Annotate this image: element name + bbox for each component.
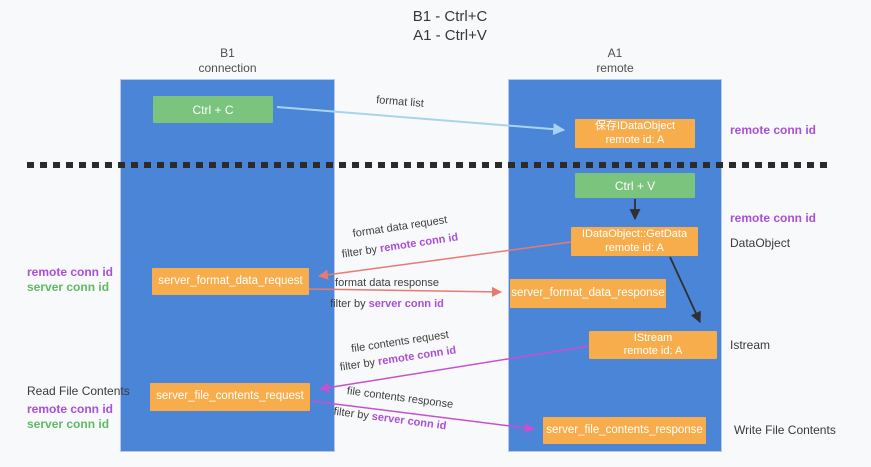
edge-label-format-list: format list <box>375 94 425 110</box>
lifeline-b1-name: B1 <box>220 46 235 60</box>
server-conn-id-term: server conn id <box>371 410 448 433</box>
filter-by-text: filter by <box>341 243 378 261</box>
edge-label-filter-by-server-bottom: filter by server conn id <box>325 405 455 434</box>
arrow-format-data-response <box>308 286 502 297</box>
node-istream-line1: IStream <box>633 331 673 344</box>
left-server-conn-id: server conn id <box>27 417 110 431</box>
node-ctrl-v: Ctrl + V <box>575 173 695 198</box>
node-server-format-data-response-label: server_format_data_response <box>511 286 665 299</box>
node-server-file-contents-response-label: server_file_contents_response <box>546 423 703 436</box>
filter-by-text: filter by <box>339 356 376 374</box>
node-ctrl-c: Ctrl + C <box>153 96 273 123</box>
right-label-remote-conn-id-mid: remote conn id <box>730 211 817 225</box>
left-remote-conn-id: remote conn id <box>27 265 114 279</box>
node-server-file-contents-response: server_file_contents_response <box>543 417 706 444</box>
node-idataobject-getdata-line1: IDataObject::GetData <box>581 228 688 240</box>
node-save-idataobject: 保存IDataObject remote id: A <box>575 119 695 148</box>
lifeline-a1-name: A1 <box>607 46 623 60</box>
right-label-dataobject: DataObject <box>730 236 791 250</box>
node-istream: IStream remote id: A <box>589 331 717 359</box>
lifeline-a1-role: remote <box>596 61 634 75</box>
title-line-2: A1 - Ctrl+V <box>413 27 487 44</box>
node-ctrl-v-label: Ctrl + V <box>614 178 656 193</box>
right-label-write-file-contents: Write File Contents <box>734 423 836 437</box>
node-idataobject-getdata-line2: remote id: A <box>605 241 664 254</box>
node-server-file-contents-request: server_file_contents_request <box>150 383 310 411</box>
edge-label-filter-by-server-mid: filter by server conn id <box>322 298 452 310</box>
node-istream-line2: remote id: A <box>623 345 683 357</box>
remote-conn-id-term: remote conn id <box>379 231 459 255</box>
server-conn-id-term: server conn id <box>368 298 444 310</box>
left-remote-conn-id: remote conn id <box>27 402 114 416</box>
lifeline-b1-role: connection <box>198 61 257 75</box>
node-save-idataobject-line1: 保存IDataObject <box>594 120 676 132</box>
node-server-file-contents-request-label: server_file_contents_request <box>156 390 304 403</box>
node-save-idataobject-line2: remote id: A <box>605 133 665 146</box>
lifeline-header-a1: A1 remote <box>508 46 722 76</box>
node-idataobject-getdata: IDataObject::GetData remote id: A <box>571 227 698 256</box>
left-read-file-contents: Read File Contents <box>27 384 130 398</box>
diagram-title: B1 - Ctrl+C A1 - Ctrl+V <box>300 7 600 45</box>
right-label-remote-conn-id-top: remote conn id <box>730 123 817 137</box>
filter-by-text: filter by <box>330 298 366 310</box>
lifeline-header-b1: B1 connection <box>120 46 335 76</box>
left-server-conn-id: server conn id <box>27 280 110 294</box>
node-server-format-data-request-label: server_format_data_request <box>158 274 303 287</box>
node-server-format-data-request: server_format_data_request <box>152 268 309 295</box>
title-line-1: B1 - Ctrl+C <box>412 8 488 25</box>
left-label-conn-ids-format: remote conn id server conn id <box>27 265 113 295</box>
node-ctrl-c-label: Ctrl + C <box>192 102 234 117</box>
node-server-format-data-response: server_format_data_response <box>510 279 666 308</box>
right-label-istream: Istream <box>730 338 771 352</box>
left-label-read-file-contents-block: Read File Contents remote conn id server… <box>27 384 130 432</box>
filter-by-text: filter by <box>332 405 370 423</box>
edge-label-format-data-response: format data response <box>335 277 439 289</box>
